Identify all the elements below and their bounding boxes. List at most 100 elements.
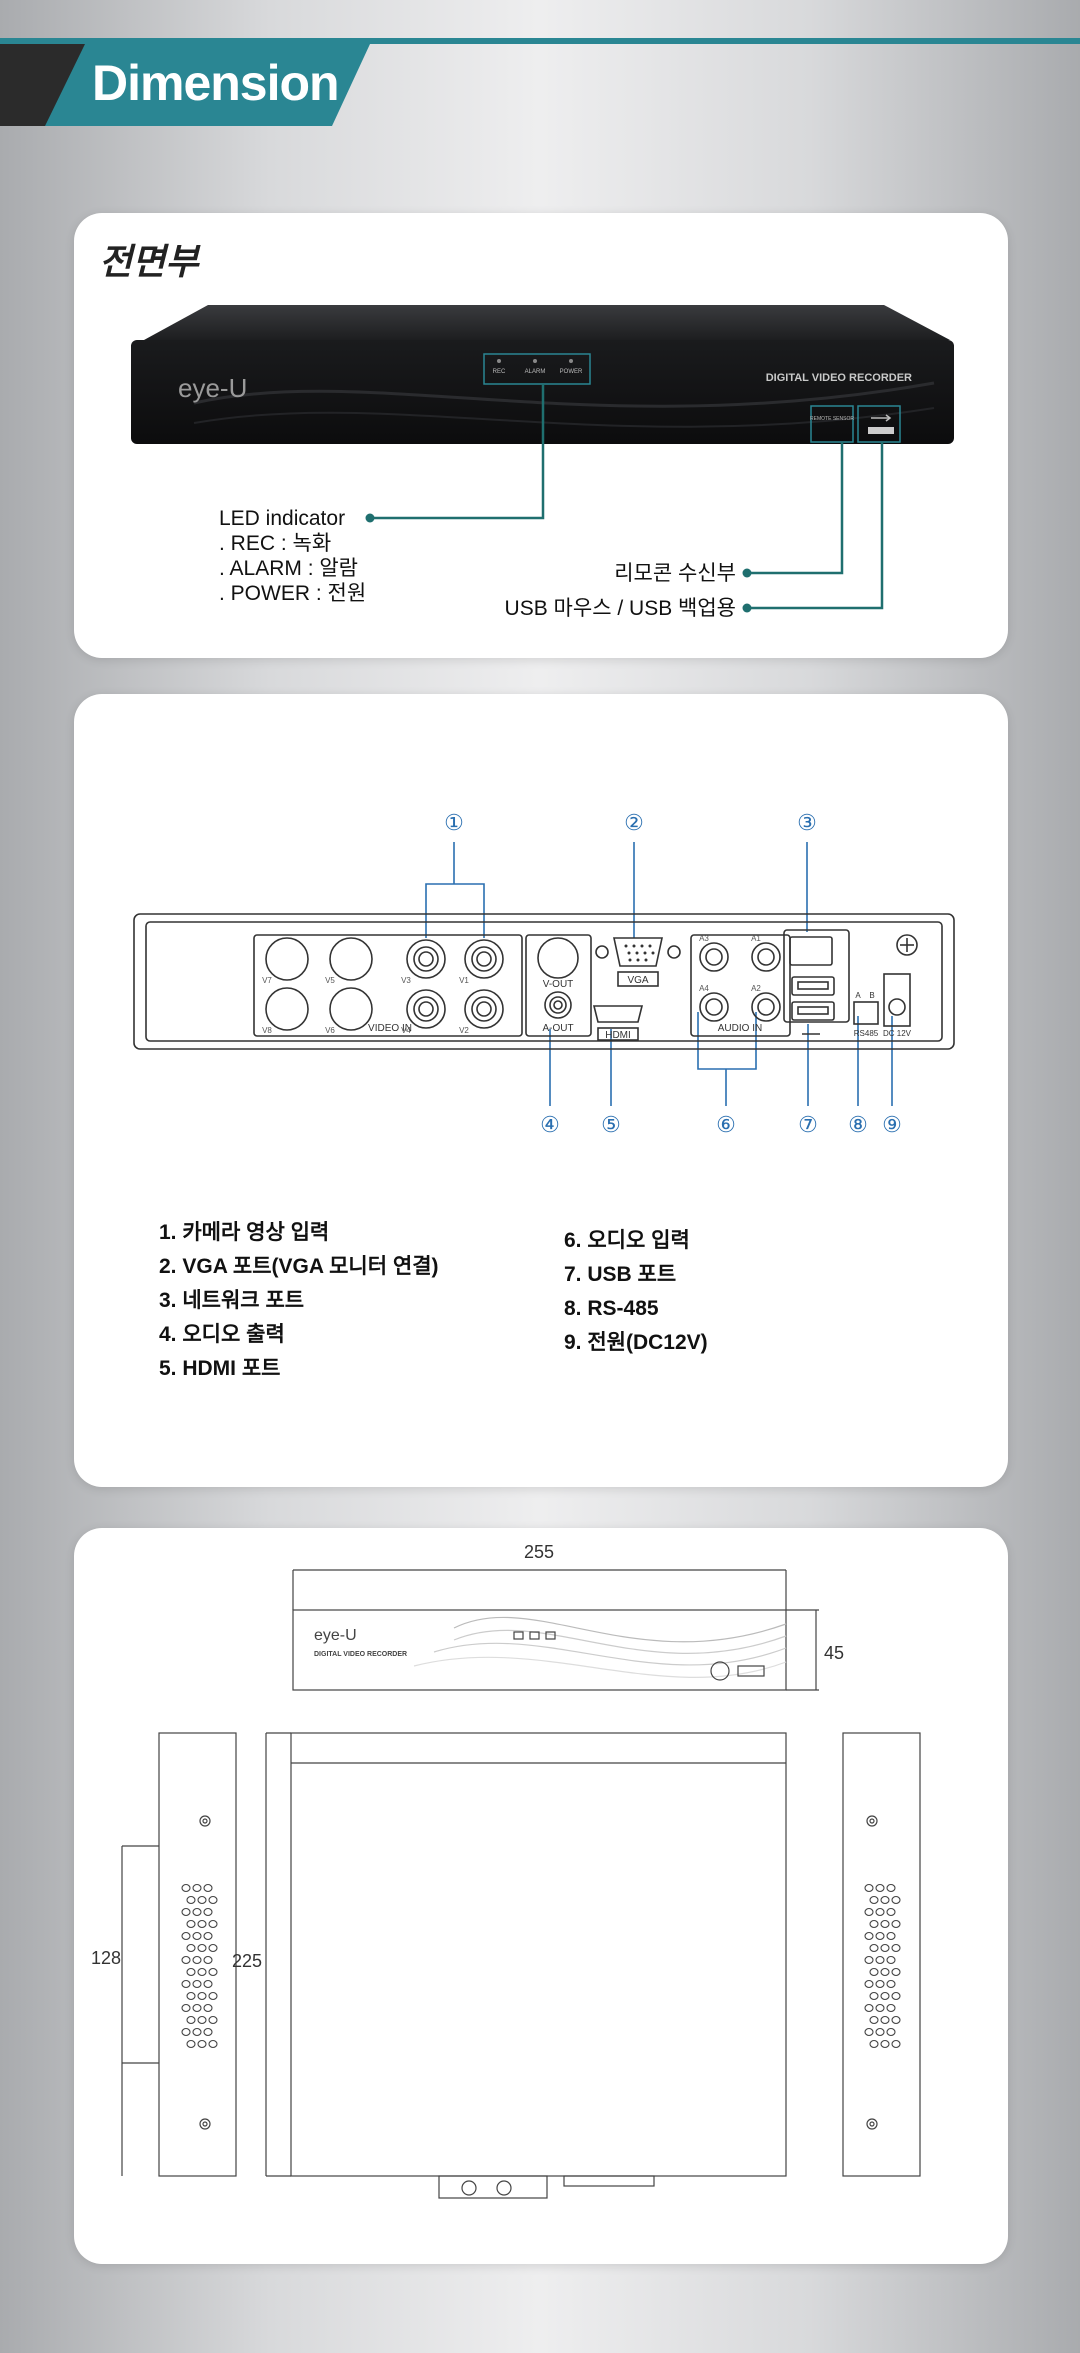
left-vent-holes: [181, 1883, 218, 2049]
marker-7: ⑦: [798, 1112, 818, 1137]
vent-hole: [886, 1931, 896, 1941]
vent-hole: [864, 1883, 874, 1893]
front-panel-illustration: REC ALARM POWER eye-U DIGITAL VIDEO RECO…: [131, 305, 954, 613]
vent-hole: [186, 1967, 196, 1977]
vent-hole: [869, 1943, 879, 1953]
vent-hole: [208, 1991, 218, 2001]
vent-hole: [197, 1895, 207, 1905]
vent-hole: [864, 1931, 874, 1941]
hdmi-port: [592, 1005, 644, 1041]
vent-hole: [186, 2015, 196, 2025]
legend-item-9: 9. 전원(DC12V): [564, 1331, 708, 1354]
vent-hole: [203, 1955, 213, 1965]
vga-port: [595, 937, 681, 987]
vent-hole: [891, 1895, 901, 1905]
legend-item-4: 4. 오디오 출력: [159, 1323, 285, 1346]
vent-hole: [192, 1883, 202, 1893]
vent-hole: [192, 1979, 202, 1989]
vent-hole: [192, 1931, 202, 1941]
v3-label: V3: [401, 976, 411, 985]
front-view-brand: eye-U: [314, 1627, 357, 1644]
network-usb-ports: [789, 936, 835, 1035]
rs485-dc-ports: [853, 934, 918, 1027]
video-in-block: [253, 934, 523, 1037]
legend-item-6: 6. 오디오 입력: [564, 1229, 690, 1252]
marker-1: ①: [444, 810, 464, 835]
vent-hole: [886, 2003, 896, 2013]
legend-item-3: 3. 네트워크 포트: [159, 1289, 305, 1312]
vent-hole: [886, 1907, 896, 1917]
vent-hole: [886, 1883, 896, 1893]
legend-item-1: 1. 카메라 영상 입력: [159, 1221, 330, 1244]
led-callout-text: LED indicator . REC : 녹화 . ALARM : 알람 . …: [219, 506, 366, 606]
video-in-label: VIDEO IN: [368, 1023, 412, 1034]
front-panel-card: 전면부 REC ALARM POWER eye-U DIGITAL VIDEO …: [74, 213, 1008, 658]
vent-hole: [181, 2003, 191, 2013]
vent-hole: [197, 1919, 207, 1929]
vent-hole: [186, 1991, 196, 2001]
dc12v-label: DC 12V: [883, 1029, 912, 1038]
rear-legend-right: 6. 오디오 입력 7. USB 포트 8. RS-485 9. 전원(DC12…: [564, 1224, 708, 1360]
vga-label: VGA: [627, 975, 648, 986]
dvr-top-surface: [144, 305, 950, 340]
vent-hole: [186, 2039, 196, 2049]
vent-hole: [880, 1895, 890, 1905]
marker-5: ⑤: [601, 1112, 621, 1137]
marker-9: ⑨: [882, 1112, 902, 1137]
led-indicator-box: [483, 353, 591, 385]
vent-hole: [891, 2015, 901, 2025]
vent-hole: [181, 1955, 191, 1965]
marker-3: ③: [797, 810, 817, 835]
a-out-label: A-OUT: [542, 1023, 573, 1034]
vent-hole: [891, 1943, 901, 1953]
vent-hole: [186, 1919, 196, 1929]
vent-hole: [875, 1907, 885, 1917]
vent-hole: [886, 1955, 896, 1965]
led-callout-line: [372, 384, 545, 520]
vent-hole: [875, 1883, 885, 1893]
vent-hole: [181, 1907, 191, 1917]
vent-hole: [203, 1883, 213, 1893]
vent-hole: [197, 1967, 207, 1977]
remote-callout-line: [749, 442, 844, 575]
vent-hole: [891, 1967, 901, 1977]
bnc-connectors: [265, 937, 579, 1031]
dimension-drawing: 255 45 225 128 eye-U DIGITAL VIDEO RECOR…: [91, 1542, 921, 2199]
rear-panel-outline: [133, 913, 955, 1050]
depth-value: 225: [232, 1951, 262, 1971]
vent-hole: [203, 2003, 213, 2013]
vent-hole: [181, 1979, 191, 1989]
dvr-brand-logo: eye-U: [178, 373, 247, 403]
led-heading: LED indicator: [219, 507, 346, 530]
usb-network-block: [783, 929, 850, 1023]
vent-hole: [203, 1907, 213, 1917]
rs485-label: RS485: [854, 1029, 879, 1038]
v8-label: V8: [262, 1026, 272, 1035]
rear-legend-left: 1. 카메라 영상 입력 2. VGA 포트(VGA 모니터 연결) 3. 네트…: [159, 1216, 439, 1386]
vent-hole: [197, 1943, 207, 1953]
remote-sensor-label: 리모콘 수신부: [614, 562, 736, 585]
rs-a-label: A: [855, 991, 861, 1000]
audio-in-label: AUDIO IN: [718, 1023, 762, 1034]
vent-hole: [208, 1895, 218, 1905]
v4-label: V4: [401, 1026, 411, 1035]
led-line-rec: . REC : 녹화: [219, 532, 332, 555]
right-side-view: [842, 1732, 921, 2177]
a-out-block: [525, 934, 592, 1037]
front-view-product: DIGITAL VIDEO RECORDER: [314, 1651, 407, 1658]
a3-label: A3: [699, 934, 709, 943]
dimensions-card: 255 45 225 128 eye-U DIGITAL VIDEO RECOR…: [74, 1528, 1008, 2264]
dvr-product-name: DIGITAL VIDEO RECORDER: [766, 372, 912, 384]
vent-hole: [875, 1931, 885, 1941]
rear-panel-card: ① ② ③ ④ ⑤ ⑥ ⑦ ⑧ ⑨: [74, 694, 1008, 1487]
audio-in-block: [690, 934, 791, 1037]
vent-hole: [869, 2015, 879, 2025]
hdmi-label: HDMI: [605, 1030, 631, 1041]
vent-hole: [208, 1943, 218, 1953]
vent-hole: [891, 2039, 901, 2049]
led-power-text: POWER: [560, 369, 583, 375]
vent-hole: [880, 1943, 890, 1953]
remote-sensor-tag: REMOTE SENSOR: [810, 416, 854, 422]
led-line-alarm: . ALARM : 알람: [219, 557, 359, 580]
left-side-view: [158, 1732, 237, 2177]
